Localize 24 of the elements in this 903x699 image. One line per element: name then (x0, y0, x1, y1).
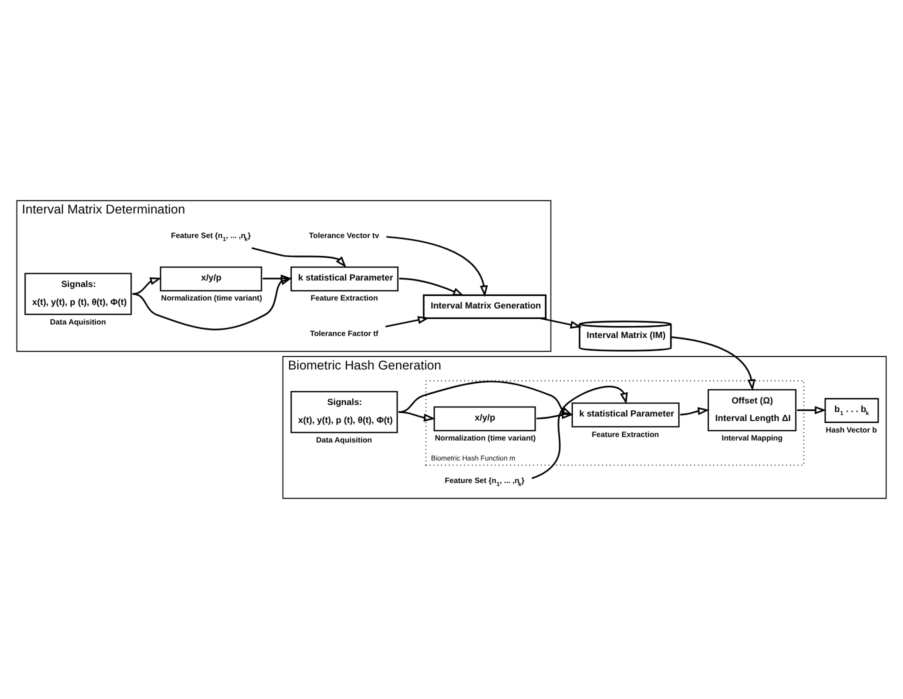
arrow (398, 380, 574, 416)
arrow (680, 407, 710, 416)
arrow (670, 336, 756, 391)
node-box: x/y/p (434, 406, 536, 432)
arrow (132, 278, 292, 330)
arrow (399, 278, 464, 296)
arrow (132, 277, 162, 295)
arrow (536, 411, 574, 420)
arrow (386, 236, 488, 297)
node-box: Interval Matrix Generation (422, 294, 547, 319)
node-box: x/y/p (160, 266, 262, 292)
arrow (532, 386, 628, 480)
arrow (797, 406, 826, 414)
node-box: Offset (Ω) Interval Length ΔI (708, 389, 796, 432)
arrow (398, 411, 436, 422)
node-box: Signals: x(t), y(t), p (t), θ(t), Φ(t) (290, 391, 398, 434)
arrow (252, 247, 346, 268)
arrow (540, 317, 582, 329)
arrow (262, 274, 292, 283)
node-box: k statistical Parameter (572, 402, 680, 428)
node-box: k statistical Parameter (290, 266, 398, 292)
node-box: b$_{1}$ . . . b$_{k}$ (824, 398, 879, 423)
arrow (385, 316, 430, 328)
node-box: Signals: x(t), y(t), p (t), θ(t), Φ(t) (24, 272, 132, 315)
